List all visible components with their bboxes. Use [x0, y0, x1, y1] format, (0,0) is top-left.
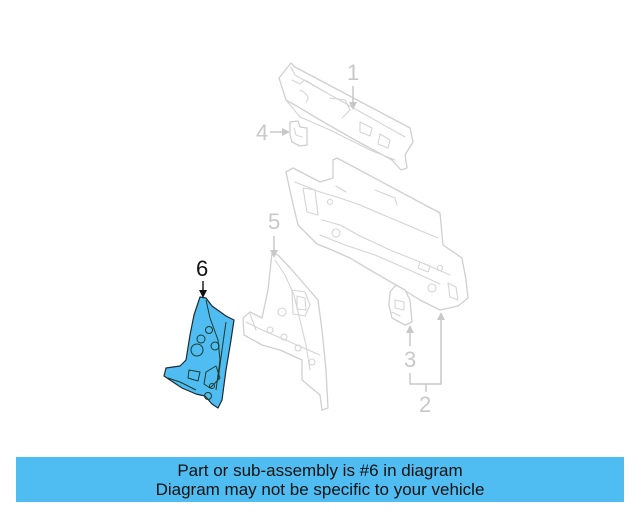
- part-3-plate[interactable]: [388, 284, 413, 326]
- part-2-floor-panel[interactable]: [285, 157, 469, 311]
- banner-line-part-number: Part or sub-assembly is #6 in diagram: [177, 460, 463, 480]
- diagram-notice-banner: Part or sub-assembly is #6 in diagram Di…: [16, 457, 624, 502]
- banner-line-disclaimer: Diagram may not be specific to your vehi…: [155, 479, 485, 499]
- callout-2: 2: [409, 312, 445, 417]
- part-5-side-panel[interactable]: [242, 252, 329, 411]
- parts-diagram: 1 4 5 6 3 2: [163, 60, 469, 417]
- callout-5: 5: [268, 209, 280, 258]
- svg-text:6: 6: [196, 256, 208, 281]
- part-1-cross-member[interactable]: [278, 62, 414, 171]
- svg-text:2: 2: [419, 392, 431, 417]
- svg-text:1: 1: [347, 60, 359, 85]
- svg-text:4: 4: [256, 120, 268, 145]
- callout-1: 1: [347, 60, 359, 110]
- svg-text:3: 3: [404, 347, 416, 372]
- callout-3: 3: [404, 325, 416, 372]
- callout-6: 6: [196, 256, 208, 298]
- part-6-highlighted-pillar[interactable]: [163, 296, 235, 409]
- svg-text:5: 5: [268, 209, 280, 234]
- callout-4: 4: [256, 120, 290, 145]
- part-4-bracket[interactable]: [289, 120, 308, 147]
